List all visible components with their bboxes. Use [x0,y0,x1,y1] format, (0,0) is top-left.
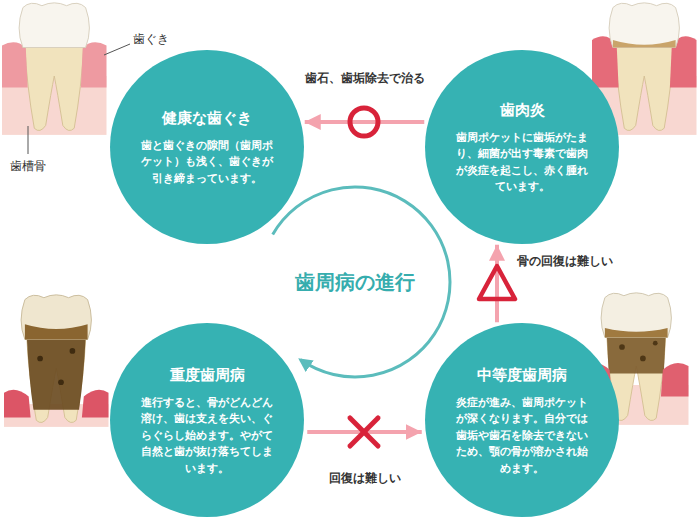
tartar-dot [70,348,76,354]
tooth-crown [21,295,91,340]
cross-symbol [350,418,378,446]
stage-description: 歯周ポケットに歯垢がたまり、細菌が出す毒素で歯肉が炎症を起こし、赤く腫れています… [453,128,591,194]
circle-fill [425,50,619,244]
leader-line [104,44,130,55]
receded-gum [82,390,109,418]
circle-fill [425,323,619,517]
tartar-dot [653,341,658,346]
stage-description: 進行すると、骨がどんどん溶け、歯は支えを失い、ぐらぐらし始めます。やがて自然と歯… [138,393,276,476]
circle-symbol [350,108,378,136]
circle-content: 重度歯周病進行すると、骨がどんどん溶け、歯は支えを失い、ぐらぐらし始めます。やが… [138,365,276,476]
plaque [613,40,676,48]
recovery-arrow [495,245,499,323]
tooth-crown [609,3,679,48]
receded-gum [4,390,31,418]
stage-heading: 健康な歯ぐき [138,108,276,128]
circle-fill [110,323,304,517]
center-label: 歯周病の進行 [295,269,415,296]
circle-fill [110,50,304,244]
tooth-crown [19,3,89,48]
tartar [25,324,88,339]
part-label: 歯槽骨 [10,158,46,175]
progression-arc [273,187,450,377]
stage-heading: 重度歯周病 [138,365,276,385]
gum [81,42,107,87]
edge-label: 骨の回復は難しい [515,253,615,270]
gum [2,42,28,87]
triangle-symbol [479,266,515,299]
receded-gum [661,363,689,396]
tartar [607,334,666,374]
leader-line [28,126,29,154]
part-label: 歯ぐき [133,31,169,48]
stage-circle: 健康な歯ぐき歯と歯ぐきの隙間（歯周ポケット）も浅く、歯ぐきが引き締まっています。 [110,50,304,244]
tooth-root [615,46,674,131]
tooth-crown [601,293,671,338]
stage-description: 歯と歯ぐきの隙間（歯周ポケット）も浅く、歯ぐきが引き締まっています。 [138,137,276,187]
tartar-dot [58,379,64,385]
tartar-dot [640,356,646,362]
circle-content: 健康な歯ぐき歯と歯ぐきの隙間（歯周ポケット）も浅く、歯ぐきが引き締まっています。 [138,108,276,186]
tartar-dot [619,344,625,350]
stage-circle: 重度歯周病進行すると、骨がどんどん溶け、歯は支えを失い、ぐらぐらし始めます。やが… [110,323,304,517]
edge-label: 回復は難しい [327,470,403,487]
tartar [27,336,86,410]
tooth-root [25,46,84,131]
healthy-tooth [2,3,107,135]
stage-heading: 中等度歯周病 [453,365,591,385]
tartar-dot [37,356,43,362]
circle-content: 中等度歯周病炎症が進み、歯周ポケットが深くなります。自分では歯垢や歯石を除去でき… [453,365,591,476]
edge-label: 歯石、歯垢除去で治る [303,70,427,87]
tartar [605,328,668,338]
circle-content: 歯肉炎歯周ポケットに歯垢がたまり、細菌が出す毒素で歯肉が炎症を起こし、赤く腫れて… [453,100,591,195]
recovery-arrow [305,120,425,124]
stage-circle: 中等度歯周病炎症が進み、歯周ポケットが深くなります。自分では歯垢や歯石を除去でき… [425,323,619,517]
severe-tooth [4,295,109,427]
stage-description: 炎症が進み、歯周ポケットが深くなります。自分では歯垢や歯石を除去できないため、顎… [453,393,591,476]
stage-circle: 歯肉炎歯周ポケットに歯垢がたまり、細菌が出す毒素で歯肉が炎症を起こし、赤く腫れて… [425,50,619,244]
stage-heading: 歯肉炎 [453,100,591,120]
cross-symbol [350,418,378,446]
